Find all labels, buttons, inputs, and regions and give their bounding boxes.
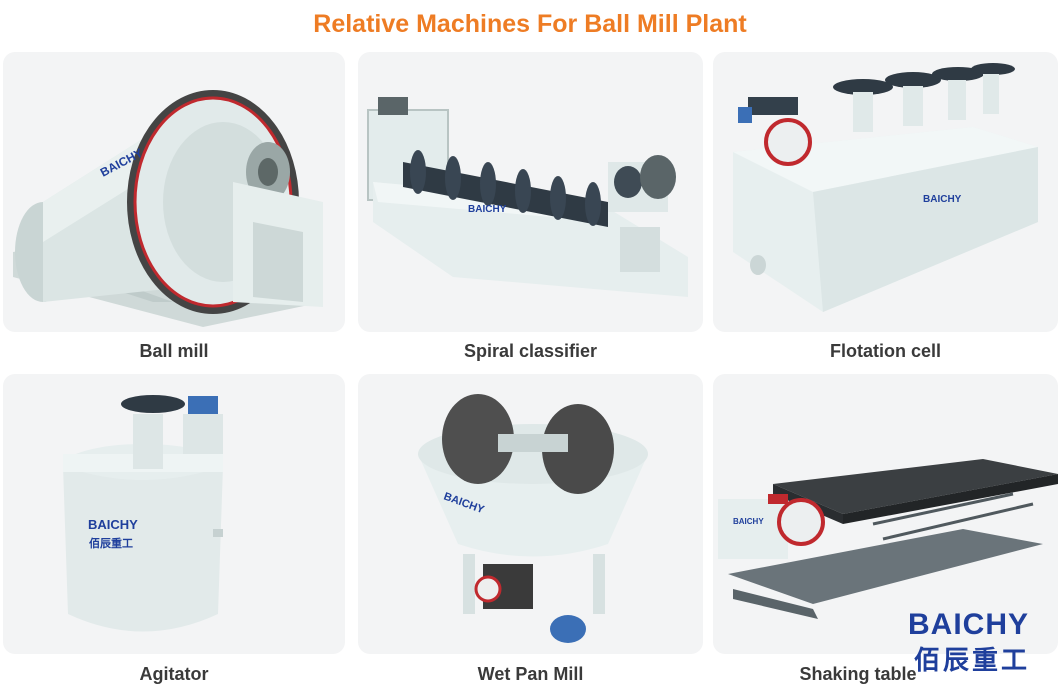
- ball-mill-illustration: BAICHY: [13, 90, 323, 327]
- agitator-brand-mark: BAICHY: [88, 517, 138, 532]
- brand-logo-chinese: 佰辰重工: [914, 646, 1031, 676]
- card-agitator[interactable]: BAICHY 佰辰重工: [3, 374, 345, 654]
- card-shaking-table[interactable]: BAICHY: [713, 374, 1058, 654]
- caption-spiral-classifier: Spiral classifier: [463, 341, 598, 361]
- caption-flotation-cell: Flotation cell: [829, 341, 941, 361]
- card-wet-pan-mill[interactable]: BAICHY: [358, 374, 703, 654]
- flotation-cell-illustration: BAICHY: [733, 63, 1038, 312]
- brand-logo-word: BAICHY: [908, 608, 1030, 641]
- page-title: Relative Machines For Ball Mill Plant: [313, 10, 747, 38]
- spiral-classifier-brand-mark: BAICHY: [468, 204, 507, 215]
- agitator-illustration: BAICHY 佰辰重工: [63, 395, 223, 632]
- wet-pan-mill-illustration: BAICHY: [418, 394, 648, 643]
- agitator-brand-mark-chinese: 佰辰重工: [89, 536, 133, 550]
- spiral-classifier-illustration: BAICHY: [367, 97, 688, 297]
- card-spiral-classifier[interactable]: BAICHY: [358, 52, 703, 332]
- card-ball-mill[interactable]: BAICHY: [3, 52, 345, 332]
- caption-agitator: Agitator: [139, 664, 209, 684]
- caption-wet-pan-mill: Wet Pan Mill: [477, 664, 584, 684]
- shaking-table-illustration: BAICHY: [718, 459, 1058, 619]
- caption-shaking-table: Shaking table: [799, 664, 917, 684]
- card-flotation-cell[interactable]: BAICHY: [713, 52, 1058, 332]
- caption-ball-mill: Ball mill: [139, 341, 209, 361]
- brand-logo: BAICHY 佰辰重工: [908, 608, 1044, 688]
- shaking-table-brand-mark: BAICHY: [733, 517, 764, 526]
- flotation-cell-brand-mark: BAICHY: [923, 194, 962, 205]
